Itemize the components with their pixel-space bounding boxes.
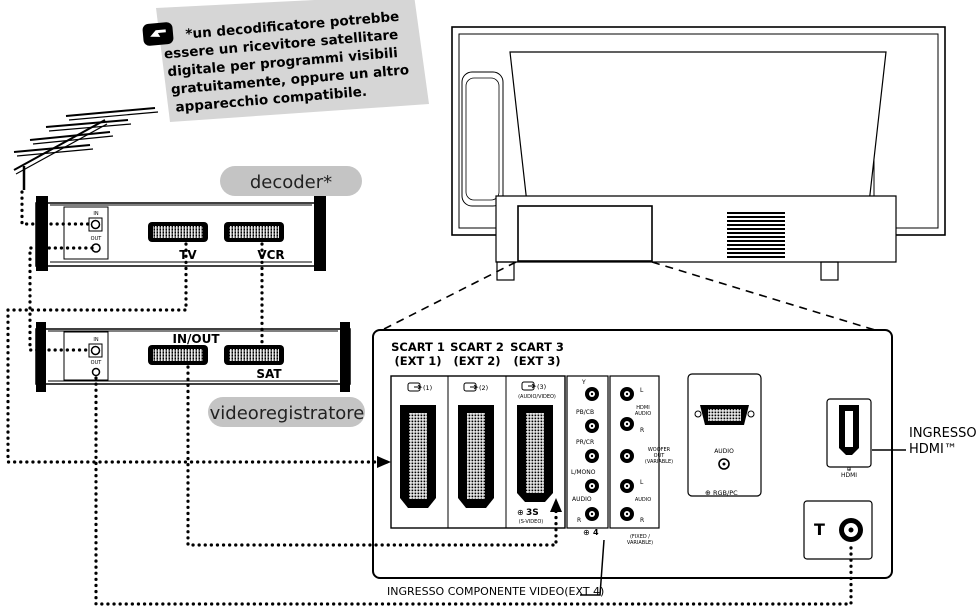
decoder-antenna-in-icon <box>90 219 101 230</box>
vent-grille <box>727 210 785 258</box>
scart1-label: SCART 1 <box>391 340 445 354</box>
component-audio-label: AUDIO <box>572 496 592 503</box>
decoder-vcr-label: VCR <box>257 248 284 262</box>
vcr-antenna-in-icon <box>90 345 101 356</box>
vcr-antenna-out-icon <box>91 367 101 377</box>
rgb-audio-label: AUDIO <box>714 448 734 455</box>
woofer-label-3: (VARIABLE) <box>645 459 673 465</box>
rgb-pc-label: RGB/PC <box>713 489 738 497</box>
arrow-scart1-icon <box>377 456 391 468</box>
hand-icon <box>142 22 174 46</box>
input-arrow-icon <box>407 382 423 392</box>
scart3-label: SCART 3 <box>510 340 564 354</box>
component-callout-line <box>580 539 605 596</box>
cable-antenna-decoder <box>20 190 90 226</box>
scart3-ext-label: (EXT 3) <box>513 354 560 368</box>
note-box: *un decodificatore potrebbe essere un ri… <box>142 0 429 122</box>
vcr-scart-sat <box>229 349 279 361</box>
decoder-tv-label: TV <box>179 248 197 262</box>
component-input-label: INGRESSO COMPONENTE VIDEO(EXT 4) <box>387 585 604 598</box>
input-arrow-icon <box>463 382 479 392</box>
woofer-label-1: WOOFER <box>648 447 671 453</box>
cable-decoder-vcr <box>28 246 94 352</box>
decoder-out-label: OUT <box>91 236 103 242</box>
vcr-out-label: OUT <box>91 360 103 366</box>
component-arrow-icon: ⊕ <box>583 528 590 537</box>
decoder-unit: decoder* IN OUT TV VCR <box>35 166 362 271</box>
hdmi-audio-label-1: HDMI <box>636 405 649 411</box>
antenna-symbol-icon: T <box>814 520 825 539</box>
fixed-label-2: VARIABLE) <box>627 540 653 546</box>
decoder-title-pill <box>220 166 362 196</box>
decoder-in-label: IN <box>93 211 98 217</box>
out-r-label: R <box>640 517 644 524</box>
scart1-port-label: (1) <box>423 384 432 392</box>
svideo-arrow-icon: ⊕ <box>517 508 524 517</box>
vcr-in-label: IN <box>93 337 98 343</box>
vcr-sat-label: SAT <box>256 367 282 381</box>
decoder-title: decoder* <box>250 172 332 193</box>
svideo-label: 3S <box>526 508 539 518</box>
scart3-sub-label: (AUDIO/VIDEO) <box>518 394 556 400</box>
scart2-port-label: (2) <box>479 384 488 392</box>
tv-rear-view <box>451 26 946 281</box>
scart1-ext-label: (EXT 1) <box>394 354 441 368</box>
vcr-unit: IN OUT IN/OUT SAT videoregistratore <box>35 322 365 427</box>
hdmi-audio-l-label: L <box>640 387 644 394</box>
hdmi-input-label-1: INGRESSO <box>909 426 977 441</box>
input-arrow-icon <box>521 381 537 391</box>
svideo-sub-label: (S-VIDEO) <box>519 519 543 525</box>
pr-label: PR/CR <box>576 439 594 446</box>
component-port-label: 4 <box>593 528 599 537</box>
cables <box>6 190 853 606</box>
rgb-arrow-icon: ⊕ <box>705 489 711 497</box>
hdmi-input-label-2: HDMI™ <box>909 442 957 457</box>
cable-vcr-scart3 <box>186 365 558 547</box>
lmono-label: L/MONO <box>571 469 596 476</box>
hdmi-audio-label-2: AUDIO <box>635 411 651 417</box>
woofer-label-2: OUT <box>654 453 666 459</box>
component-r-label: R <box>577 517 581 524</box>
cable-decoder-scart1 <box>6 242 389 464</box>
out-l-label: L <box>640 479 644 486</box>
tv-terminal-area <box>517 205 653 262</box>
out-audio-label: AUDIO <box>635 497 651 503</box>
antenna-icon <box>13 107 159 190</box>
scart2-ext-label: (EXT 2) <box>453 354 500 368</box>
fixed-label-1: (FIXED / <box>630 534 650 540</box>
y-label: Y <box>581 379 586 386</box>
terminal-panel: SCART 1 (EXT 1) SCART 2 (EXT 2) SCART 3 … <box>372 329 893 579</box>
decoder-scart-vcr <box>229 226 279 238</box>
hdmi-arrow-icon: ⊕ <box>846 466 851 473</box>
hdmi-audio-r-label: R <box>640 427 644 434</box>
vcr-scart-inout <box>153 349 203 361</box>
scart2-label: SCART 2 <box>450 340 504 354</box>
vcr-title-pill <box>208 397 365 427</box>
arrow-scart3-icon <box>550 498 562 512</box>
zoom-lines <box>381 261 889 335</box>
decoder-scart-tv <box>153 226 203 238</box>
jack-pc-audio <box>718 458 730 470</box>
vcr-title: videoregistratore <box>210 403 365 424</box>
hdmi-port-label: HDMI <box>841 472 857 479</box>
scart3-port-label: (3) <box>537 383 546 391</box>
cable-vcr-antenna <box>94 376 853 606</box>
pb-label: PB/CB <box>576 409 594 416</box>
vcr-inout-label: IN/OUT <box>172 332 220 346</box>
